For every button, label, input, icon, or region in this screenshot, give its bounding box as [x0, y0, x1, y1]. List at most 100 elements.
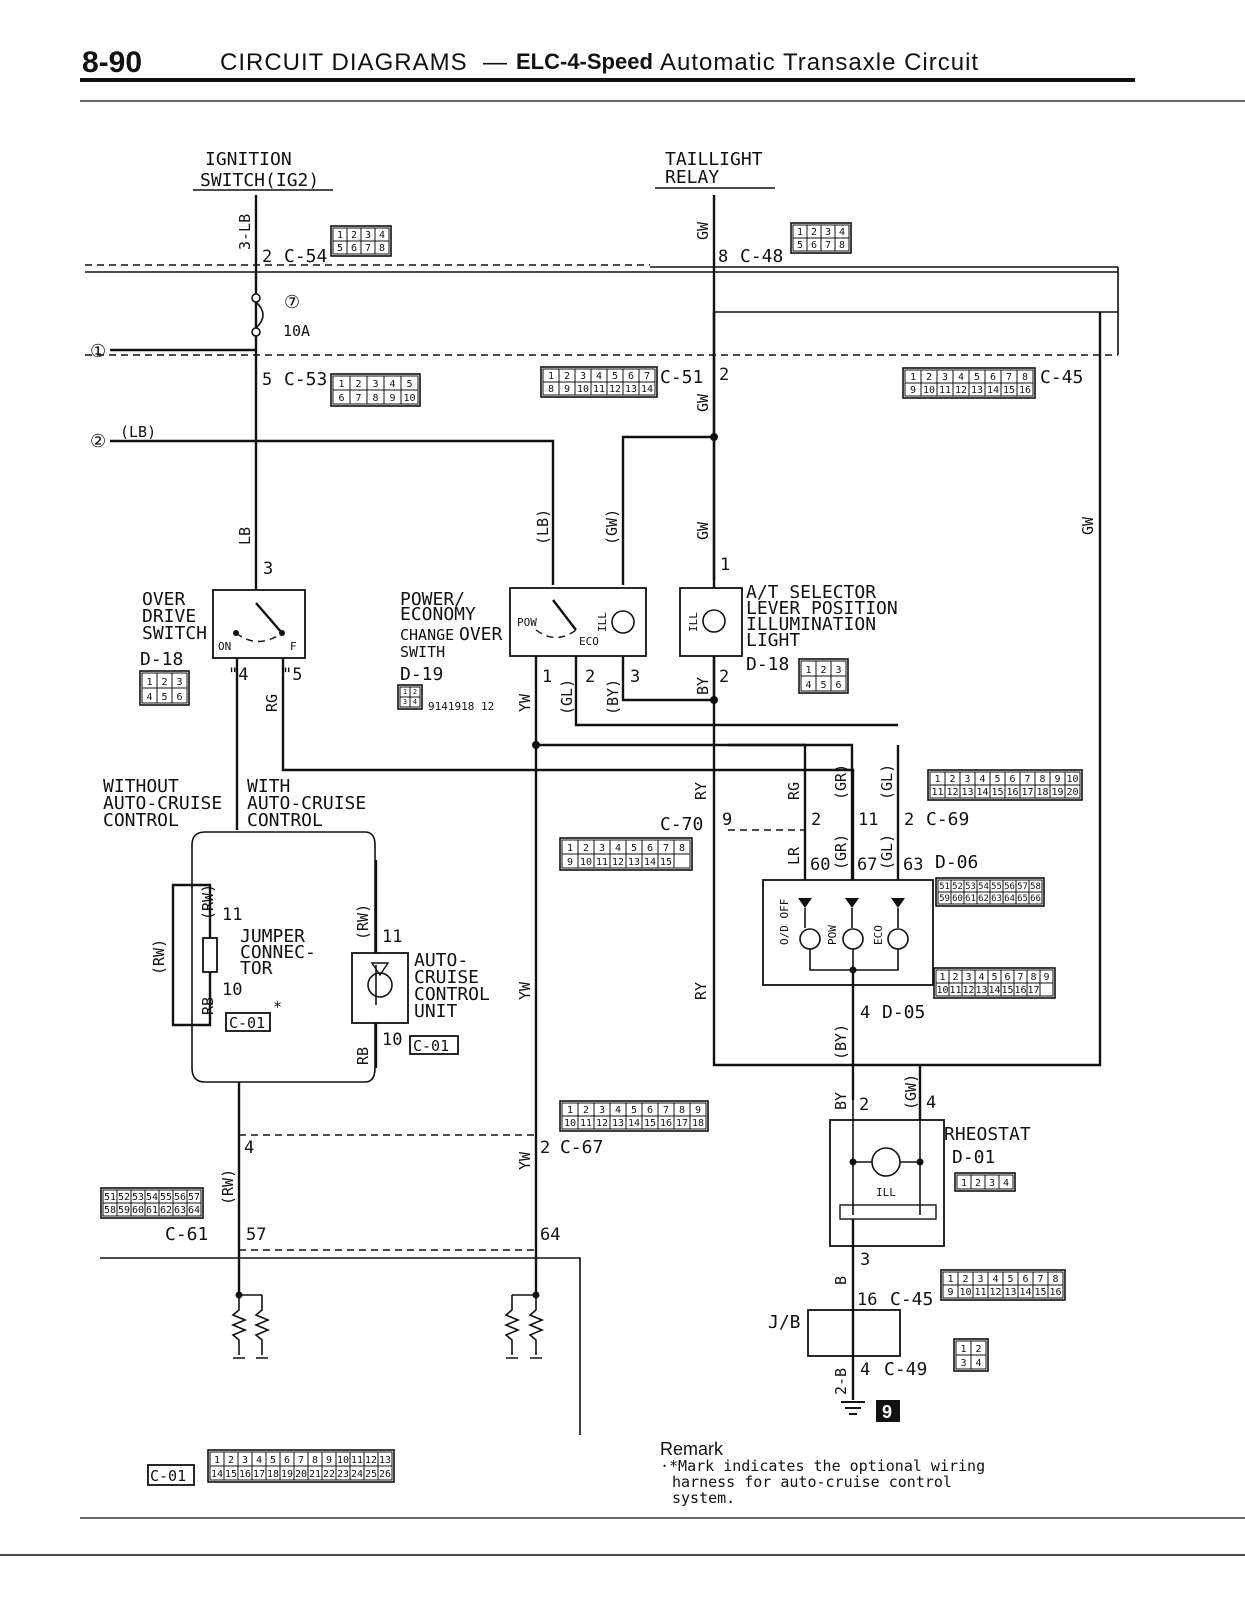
- fuse-rating: 10A: [283, 322, 310, 340]
- connector-pin-number: 9: [389, 393, 395, 404]
- connector-pin-number: 13: [961, 787, 973, 798]
- connector-pin-number: 20: [295, 1469, 307, 1480]
- ind-eco-label: ECO: [872, 925, 885, 945]
- pe-label-over: OVER: [459, 624, 503, 645]
- connector-cavity: [673, 853, 691, 869]
- selector-ill-label: ILL: [687, 612, 700, 632]
- connector-pin-number: 10: [923, 385, 935, 396]
- wire-label-gl-2: (GL): [878, 764, 896, 800]
- pin-label: 10: [222, 980, 242, 1000]
- subject-bold: ELC-4-Speed: [516, 49, 653, 74]
- connector-pin-number: 5: [631, 843, 637, 854]
- wire-label-gw-5: GW: [1079, 516, 1097, 535]
- connector-pin-number: 4: [839, 227, 845, 238]
- connector-pin-number: 3: [242, 1455, 248, 1466]
- connector-pin-number: 5: [631, 1105, 637, 1116]
- connector-cavity: [998, 1174, 1014, 1190]
- c01-label-bottom: C-01: [150, 1467, 186, 1485]
- connector-pin-number: 12: [962, 985, 974, 996]
- wire-label-ry-2: RY: [692, 982, 710, 1000]
- pin-label: 57: [246, 1225, 266, 1245]
- junction-dot: [916, 1158, 924, 1166]
- connector-pin-number: 3: [580, 371, 586, 382]
- wire-label-lb-2: (LB): [534, 509, 552, 545]
- connector-c69-label: C-69: [926, 809, 969, 830]
- wire-label-rw-1: (RW): [150, 939, 168, 975]
- lamp-eco-icon: [887, 928, 909, 950]
- connector-cavity: [638, 381, 656, 396]
- wire-label-feed2-lb: (LB): [120, 423, 156, 441]
- connector-pin-number: 13: [1004, 1287, 1016, 1298]
- connector-pin-number: 4: [615, 1105, 621, 1116]
- connector-pin-number: 2: [413, 688, 417, 696]
- connector-pin-number: 2: [952, 972, 958, 983]
- indicator-id-d06: D-06: [935, 852, 978, 873]
- connector-pin-number: 2: [583, 843, 589, 854]
- connector-pin-number: 3: [599, 1105, 605, 1116]
- connector-pin-number: 2: [811, 227, 817, 238]
- connector-pin-number: 14: [976, 787, 988, 798]
- connector-pin-number: 8: [679, 1105, 685, 1116]
- with-label-3: CONTROL: [247, 810, 323, 831]
- connector-pin-number: 57: [1017, 882, 1028, 892]
- wire-label-gl-3: (GL): [878, 834, 896, 870]
- connector-pin-number: 6: [647, 1105, 653, 1116]
- connector-pin-number: 9: [326, 1455, 332, 1466]
- taillight-relay-label: TAILLIGHT: [665, 149, 763, 170]
- connector-pin-number: 3: [942, 372, 948, 383]
- connector-pin-number: 54: [978, 882, 989, 892]
- connector-pin-number: 15: [991, 787, 1003, 798]
- pin-label: 2: [904, 810, 914, 830]
- connector-cavity: [830, 675, 847, 692]
- connector-pin-number: 57: [188, 1192, 200, 1203]
- connector-pin-number: 12: [955, 385, 967, 396]
- connector-pin-number: 10: [337, 1455, 349, 1466]
- connector-cavity: [409, 696, 421, 708]
- connector-pin-number: 23: [337, 1469, 349, 1480]
- pin-label: 2: [811, 810, 821, 830]
- page-header: 8-90 CIRCUIT DIAGRAMS — ELC-4-Speed Auto…: [80, 46, 1245, 102]
- connector-pin-number: 12: [609, 384, 621, 395]
- connector-cavity: [171, 687, 188, 704]
- connector-pin-number: 52: [952, 882, 963, 892]
- connector-c53-label: C-53: [284, 369, 327, 390]
- selector-id: D-18: [746, 654, 789, 675]
- connector-pin-number: 6: [176, 692, 182, 703]
- connector-pin-number: 2: [975, 1344, 981, 1355]
- connector-pin-number: 26: [379, 1469, 391, 1480]
- connector-pin-number: 2: [926, 372, 932, 383]
- connector-pin-number: 53: [965, 882, 976, 892]
- pin-label: 2: [859, 1095, 869, 1115]
- connector-pin-number: 7: [1006, 372, 1012, 383]
- connector-pin-number: 11: [974, 1287, 986, 1298]
- selector-lamp-icon: [702, 609, 726, 633]
- connector-pin-number: 6: [647, 843, 653, 854]
- connector-cavity: [834, 237, 850, 252]
- connector-pin-number: 17: [1021, 787, 1033, 798]
- indicator-id-d05: D-05: [882, 1002, 925, 1023]
- ignition-switch-label-2: SWITCH(IG2): [200, 170, 319, 191]
- connector-pin-number: 9: [1054, 774, 1060, 785]
- wire-gw-ill-pow: [621, 435, 714, 585]
- connector-pin-number: 55: [160, 1192, 172, 1203]
- wire-lr: [728, 743, 807, 880]
- pin-label: "4: [228, 665, 248, 685]
- connector-pin-number: 14: [211, 1469, 223, 1480]
- connector-cavity: [374, 240, 390, 255]
- cruise-label-4: UNIT: [414, 1001, 458, 1022]
- connector-pin-number: 21: [309, 1469, 321, 1480]
- selector-label-3: ILLUMINATION: [746, 614, 876, 635]
- connector-pin-number: 1: [337, 230, 343, 241]
- connector-pin-number: 2: [583, 1105, 589, 1116]
- pe-label-2: ECONOMY: [400, 604, 476, 625]
- connector-pin-number: 4: [958, 372, 964, 383]
- connector-pin-number: 51: [104, 1192, 116, 1203]
- connector-pin-number: 13: [628, 857, 640, 868]
- connector-pin-number: 3: [964, 774, 970, 785]
- pin-label: 2: [540, 1138, 550, 1158]
- pe-ill-lamp-icon: [611, 610, 635, 634]
- wire-label-rb-2: RB: [354, 1047, 372, 1065]
- connector-pin-number: 5: [991, 972, 997, 983]
